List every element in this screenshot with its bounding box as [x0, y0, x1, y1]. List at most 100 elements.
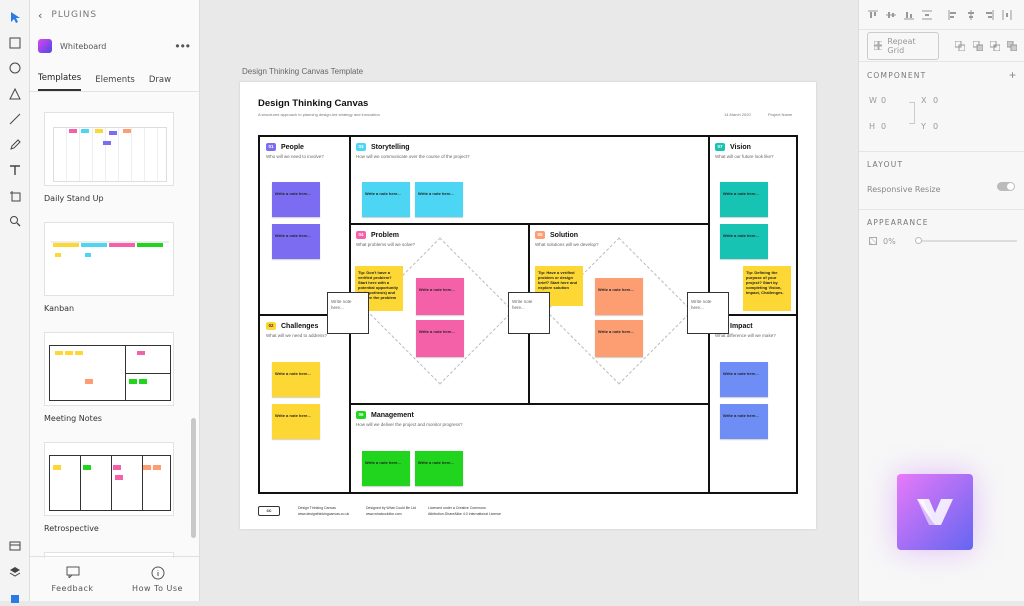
- align-bottom-icon[interactable]: [903, 10, 915, 20]
- opacity-slider[interactable]: [915, 237, 1017, 244]
- how-to-use-button[interactable]: How To Use: [115, 557, 200, 601]
- template-kanban[interactable]: Kanban: [44, 222, 174, 313]
- component-header: COMPONENT +: [859, 62, 1024, 88]
- how-to-use-label: How To Use: [132, 583, 183, 593]
- section-number: 05: [535, 231, 545, 239]
- template-daily-stand-up[interactable]: Daily Stand Up: [44, 112, 174, 203]
- opacity-input[interactable]: 0%: [883, 237, 896, 246]
- text-tool-icon[interactable]: [6, 161, 24, 179]
- width-input[interactable]: 0: [881, 96, 887, 105]
- feedback-button[interactable]: Feedback: [30, 557, 115, 601]
- align-right-icon[interactable]: [983, 9, 995, 20]
- align-top-icon[interactable]: [867, 10, 879, 20]
- repeat-grid-button[interactable]: Repeat Grid: [867, 31, 939, 60]
- sticky-note[interactable]: Write a note here...: [416, 320, 464, 357]
- sticky-note[interactable]: Write a note here...: [272, 362, 320, 397]
- y-label: Y: [921, 122, 926, 131]
- boolean-add-icon[interactable]: [955, 40, 966, 51]
- section-question: How will we communicate over the course …: [356, 154, 470, 159]
- template-retrospective[interactable]: Retrospective: [44, 442, 174, 533]
- assets-icon[interactable]: [6, 537, 24, 555]
- sticky-note[interactable]: Write a note here...: [415, 451, 463, 486]
- section-title: Storytelling: [371, 143, 410, 151]
- lock-aspect-icon[interactable]: [909, 102, 915, 124]
- sticky-note[interactable]: Write a note here...: [720, 224, 768, 259]
- section-question: What problems will we solve?: [356, 242, 416, 247]
- tip-note-vision[interactable]: Tip: Defining the purpose of your projec…: [743, 266, 791, 311]
- creative-commons-logo-icon: cc: [258, 506, 280, 516]
- white-note[interactable]: Write note here...: [508, 292, 550, 334]
- boolean-subtract-icon[interactable]: [972, 40, 983, 51]
- template-more[interactable]: [44, 552, 174, 558]
- sticky-note[interactable]: Write a note here...: [272, 224, 320, 259]
- y-input[interactable]: 0: [933, 122, 939, 131]
- template-thumbnail: [44, 442, 174, 516]
- tab-draw[interactable]: Draw: [148, 75, 172, 85]
- divider: [349, 403, 710, 405]
- transform-fields: W 0 X 0 H 0 Y 0: [859, 88, 1024, 152]
- more-options-icon[interactable]: •••: [175, 39, 191, 53]
- pen-tool-icon[interactable]: [6, 136, 24, 154]
- section-question: What solutions will we develop?: [535, 242, 599, 247]
- tab-elements[interactable]: Elements: [95, 75, 135, 85]
- plugin-name: Whiteboard: [60, 41, 107, 51]
- sticky-note[interactable]: Write a note here...: [362, 451, 410, 486]
- align-center-icon[interactable]: [965, 9, 977, 20]
- align-left-icon[interactable]: [947, 9, 959, 20]
- panel-header: ‹ PLUGINS: [30, 0, 199, 30]
- responsive-resize-toggle[interactable]: [997, 182, 1015, 191]
- footer-text: www.designthinkingcanvas.co.uk: [298, 512, 350, 516]
- width-label: W: [869, 96, 877, 105]
- footer-text: Design Thinking Canvas: [298, 506, 336, 510]
- repeat-grid-label: Repeat Grid: [887, 36, 916, 55]
- sticky-note[interactable]: Write a note here...: [720, 182, 768, 217]
- tab-templates[interactable]: Templates: [38, 73, 82, 91]
- white-note[interactable]: Write note here...: [327, 292, 369, 334]
- section-title: Problem: [371, 231, 400, 239]
- distribute-horizontal-icon[interactable]: [1001, 9, 1013, 20]
- layers-icon[interactable]: [6, 563, 24, 581]
- sticky-note[interactable]: Write a note here...: [595, 278, 643, 315]
- plugins-icon[interactable]: [6, 588, 24, 606]
- sticky-note[interactable]: Write a note here...: [272, 404, 320, 439]
- add-component-icon[interactable]: +: [1008, 68, 1016, 82]
- triangle-tool-icon[interactable]: [6, 85, 24, 103]
- rectangle-tool-icon[interactable]: [6, 34, 24, 52]
- boolean-exclude-icon[interactable]: [1007, 40, 1018, 51]
- distribute-vertical-icon[interactable]: [921, 10, 933, 20]
- template-meeting-notes[interactable]: Meeting Notes: [44, 332, 174, 423]
- sticky-note[interactable]: Write a note here...: [595, 320, 643, 357]
- ellipse-tool-icon[interactable]: [6, 59, 24, 77]
- x-input[interactable]: 0: [933, 96, 939, 105]
- boolean-intersect-icon[interactable]: [989, 40, 1001, 51]
- sticky-note[interactable]: Write a note here...: [415, 182, 463, 217]
- align-middle-icon[interactable]: [885, 10, 897, 20]
- select-tool-icon[interactable]: [6, 8, 24, 26]
- line-tool-icon[interactable]: [6, 110, 24, 128]
- sticky-note[interactable]: Write a note here...: [720, 362, 768, 397]
- footer-text: www.whatcouldbe.com: [366, 512, 402, 516]
- sticky-note[interactable]: Write a note here...: [416, 278, 464, 315]
- tool-bar: [0, 0, 30, 603]
- artboard-tool-icon[interactable]: [6, 187, 24, 205]
- canvas-project: Project Name: [768, 112, 793, 117]
- back-chevron-icon[interactable]: ‹: [38, 8, 44, 22]
- section-number: 02: [266, 322, 276, 330]
- template-label: Meeting Notes: [44, 414, 102, 423]
- height-input[interactable]: 0: [881, 122, 887, 131]
- template-scrollbar[interactable]: [191, 418, 196, 538]
- white-note[interactable]: Write note here...: [687, 292, 729, 334]
- divider: [349, 223, 710, 225]
- feedback-icon: [66, 566, 79, 578]
- opacity-icon: [869, 237, 877, 245]
- zoom-tool-icon[interactable]: [6, 212, 24, 230]
- template-label: Kanban: [44, 304, 75, 313]
- sticky-note[interactable]: Write a note here...: [720, 404, 768, 439]
- artboard-label[interactable]: Design Thinking Canvas Template: [242, 67, 364, 76]
- artboard[interactable]: Design Thinking Canvas A structured appr…: [240, 82, 816, 529]
- section-title: Impact: [730, 322, 753, 330]
- sticky-note[interactable]: Write a note here...: [272, 182, 320, 217]
- sticky-note[interactable]: Write a note here...: [362, 182, 410, 217]
